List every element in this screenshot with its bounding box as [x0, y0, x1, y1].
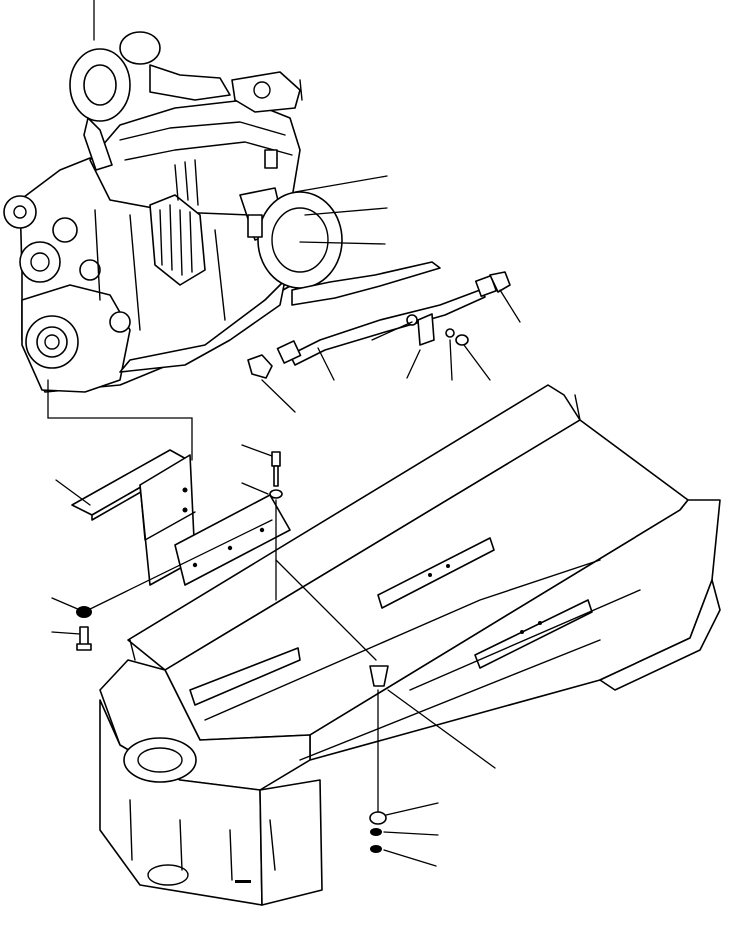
callout-washer-bottom [385, 802, 439, 816]
washer-bottom [369, 811, 387, 825]
engine-mount-left [71, 449, 196, 586]
mount-cushion [369, 665, 389, 687]
washer-top [269, 489, 283, 499]
callout-hose-bottom [317, 347, 335, 381]
callout-bolt-left [51, 631, 81, 635]
hose-assembly [247, 261, 511, 379]
callout-leaders [51, 0, 521, 867]
bolt-axis-left [83, 519, 273, 613]
callout-clamp-center [371, 321, 413, 341]
bolt-left [76, 626, 92, 651]
callout-fitting-lower [449, 339, 453, 381]
callout-hose-fitting-right [499, 289, 521, 323]
callout-mount-cushion [387, 689, 496, 769]
callout-elbow-left [261, 379, 296, 413]
frame-assembly [99, 384, 721, 906]
engine-alignment-line [47, 379, 193, 461]
mount-pad-right [474, 599, 593, 669]
callout-fitting-lower-2 [463, 344, 491, 381]
bolt-top [271, 451, 281, 487]
callout-nut-left [51, 597, 81, 611]
callout-clamp-lower [406, 349, 421, 379]
callout-bolt-top [241, 444, 273, 457]
callout-engine-upper-right-3 [299, 241, 386, 245]
callout-engine-upper-right-1 [294, 175, 388, 193]
callout-nut-bottom [383, 849, 437, 867]
callout-washer-top [241, 482, 269, 495]
cushion-axis [275, 559, 377, 661]
engine-assembly [3, 31, 343, 393]
callout-lockwasher-bottom [383, 831, 439, 836]
callout-engine-upper-right-2 [304, 207, 388, 216]
mount-pad-left [189, 647, 301, 706]
mount-pad-center [377, 537, 495, 609]
callout-bracket-left [55, 479, 91, 506]
